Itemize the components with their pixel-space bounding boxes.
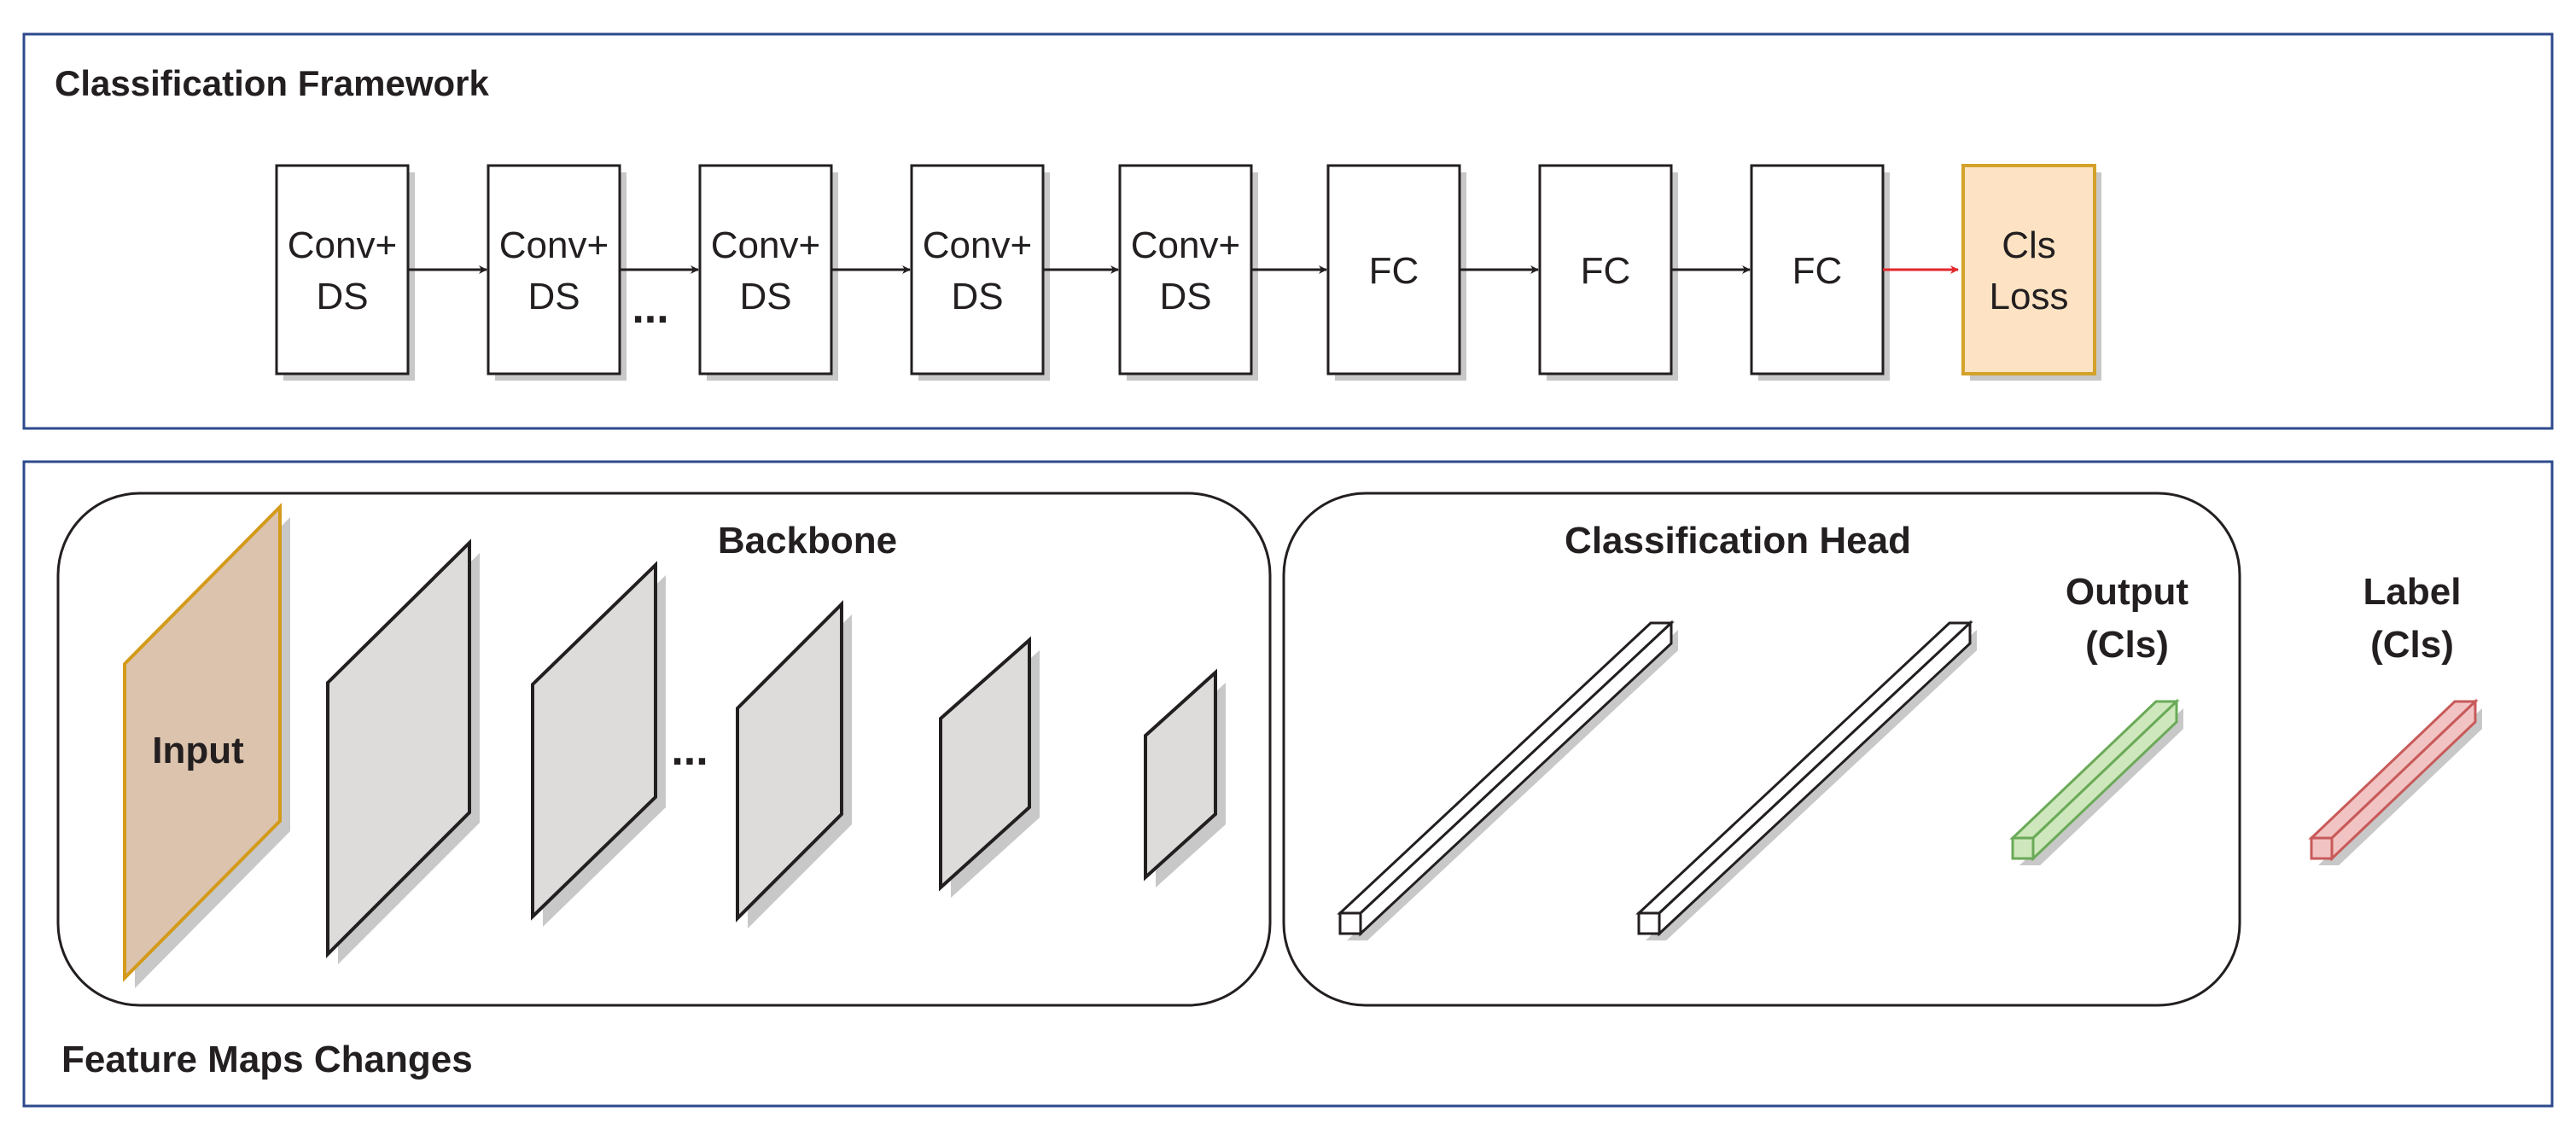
backbone-group — [56, 492, 1272, 1007]
feature-maps-panel — [22, 460, 2554, 1108]
input-label: Input — [152, 730, 244, 771]
feature-map-1 — [326, 538, 471, 958]
label-line2: (Cls) — [2370, 624, 2454, 666]
pipeline-block-5 — [1118, 164, 1253, 375]
pipeline-block-label: FC — [1581, 250, 1631, 292]
pipeline-block-label: Conv+ — [499, 224, 609, 266]
cls-loss-label: Cls — [2002, 224, 2056, 266]
pipeline-block-label: Conv+ — [288, 224, 397, 266]
pipeline-block-1 — [275, 164, 410, 375]
label-vector — [2308, 698, 2482, 865]
classification-head-vectors — [1337, 620, 2482, 940]
pipeline-block-label: Conv+ — [711, 224, 820, 266]
feature-maps-title: Feature Maps Changes — [61, 1039, 473, 1080]
feature-map-4 — [939, 636, 1031, 892]
framework-panel — [22, 32, 2554, 430]
label-line1: Label — [2363, 571, 2462, 613]
pipeline-block-2 — [487, 164, 621, 375]
pipeline-block-7 — [1538, 164, 1673, 375]
feature-map-2 — [531, 561, 657, 921]
pipeline-block-label: DS — [951, 276, 1003, 317]
pipeline-block-label: DS — [316, 276, 368, 317]
pipeline-block-4 — [910, 164, 1045, 375]
fc-vector-1 — [1337, 620, 1678, 940]
fc-vector-2 — [1635, 620, 1977, 940]
feature-map-3 — [736, 600, 843, 923]
backbone-title: Backbone — [718, 520, 897, 562]
pipeline-block-label: DS — [1159, 276, 1211, 317]
pipeline-block-label: DS — [739, 276, 791, 317]
pipeline-block-label: DS — [527, 276, 580, 317]
output-label-line2: (Cls) — [2085, 624, 2169, 666]
backbone-feature-maps: ... — [326, 538, 1226, 964]
cls-loss-label: Loss — [1990, 276, 2069, 317]
backbone-ellipsis: ... — [671, 725, 708, 775]
pipeline-block-label: FC — [1369, 250, 1419, 292]
classification-head-title: Classification Head — [1565, 520, 1911, 562]
framework-pipeline: Conv+ DS Conv+ DS Conv+ DS Conv+ DS Conv+ DS FC FC F… — [275, 164, 2101, 381]
pipeline-ellipsis: ... — [632, 283, 668, 333]
framework-title: Classification Framework — [55, 63, 489, 103]
output-vector — [2009, 698, 2183, 865]
pipeline-block-8 — [1750, 164, 1885, 375]
pipeline-block-label: Conv+ — [923, 224, 1032, 266]
classification-head-group — [1282, 492, 2241, 1007]
pipeline-block-label: Conv+ — [1131, 224, 1240, 266]
pipeline-block-6 — [1326, 164, 1461, 375]
pipeline-block-label: FC — [1792, 250, 1843, 292]
pipeline-block-3 — [698, 164, 833, 375]
input-feature-map — [123, 503, 282, 982]
output-label-line1: Output — [2066, 571, 2189, 613]
cls-loss-box — [1961, 164, 2096, 375]
feature-map-5 — [1144, 668, 1217, 882]
